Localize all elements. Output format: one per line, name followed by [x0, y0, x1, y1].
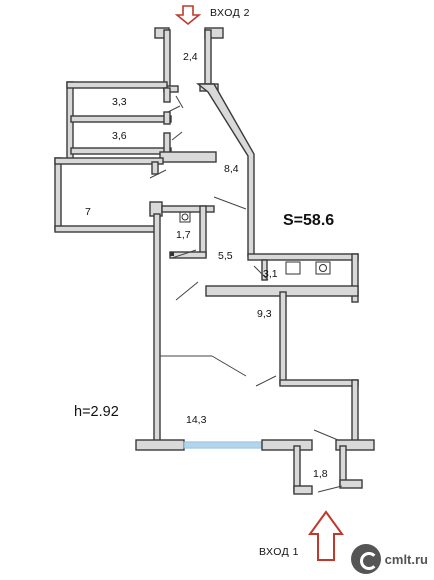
room-area-label: 9,3	[257, 308, 272, 320]
entrance-1-label: ВХОД 1	[259, 546, 300, 558]
room-area-label: 3,3	[112, 96, 127, 108]
room-area-label: 1,8	[313, 468, 328, 480]
room-area-label: 3,1	[263, 268, 278, 280]
entrance-arrow-bottom	[308, 510, 344, 561]
entrance-2-label: ВХОД 2	[210, 7, 251, 19]
room-area-label: 8,4	[224, 163, 239, 175]
room-area-label: 14,3	[186, 414, 207, 426]
room-area-label: 5,5	[218, 250, 233, 262]
watermark-text: cmlt.ru	[384, 551, 428, 567]
ceiling-height-label: h=2.92	[74, 404, 119, 420]
entrance-arrow-top	[174, 5, 202, 26]
room-area-label: 7	[85, 206, 91, 218]
room-area-label: 2,4	[183, 51, 198, 63]
room-area-label: 1,7	[176, 229, 191, 241]
room-area-label: 3,6	[112, 130, 127, 142]
watermark: cmlt.ru	[350, 544, 428, 574]
total-area-label: S=58.6	[283, 212, 335, 229]
watermark-logo-icon	[350, 544, 381, 574]
